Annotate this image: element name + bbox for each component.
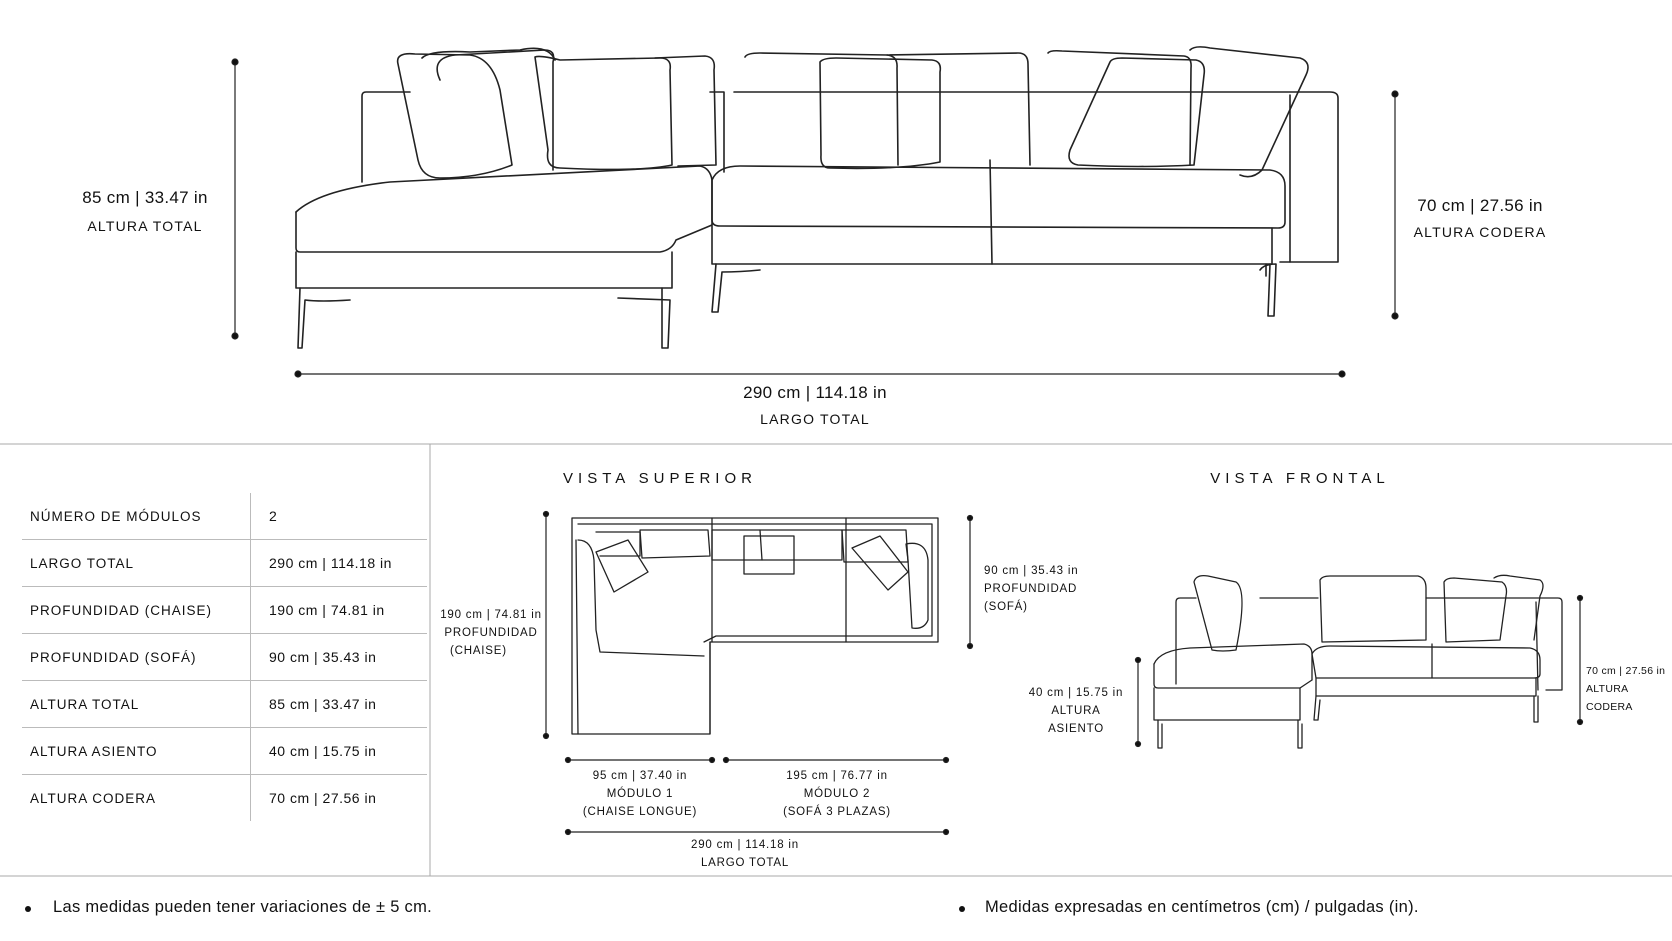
spec-label: ALTURA TOTAL <box>22 680 251 728</box>
spec-value: 2 <box>250 493 427 540</box>
seat-height-caption: ALTURA <box>1051 705 1101 717</box>
spec-value: 290 cm | 114.18 in <box>250 539 427 587</box>
note-variation: Las medidas pueden tener variaciones de … <box>53 898 433 916</box>
total-height-label: ALTURA TOTAL <box>87 218 203 234</box>
bullet-right <box>959 906 965 912</box>
module1-name: MÓDULO 1 <box>606 788 674 800</box>
spec-value: 190 cm | 74.81 in <box>250 586 427 634</box>
front-view-title: VISTA FRONTAL <box>1210 470 1390 487</box>
top-total-caption: LARGO TOTAL <box>700 857 790 869</box>
module2-label: 195 cm | 76.77 in MÓDULO 2 (SOFÁ 3 PLAZA… <box>752 767 922 821</box>
module2-value: 195 cm | 76.77 in <box>786 770 888 782</box>
seat-height-value: 40 cm | 15.75 in <box>1028 687 1124 699</box>
module1-value: 95 cm | 37.40 in <box>592 770 688 782</box>
sofa-depth-label: 90 cm | 35.43 in PROFUNDIDAD (SOFÁ) <box>984 562 1094 616</box>
module2-name: MÓDULO 2 <box>803 788 871 800</box>
spec-label: ALTURA ASIENTO <box>22 727 251 775</box>
note-units: Medidas expresadas en centímetros (cm) /… <box>985 898 1419 916</box>
table-row: PROFUNDIDAD (SOFÁ)90 cm | 35.43 in <box>22 633 427 681</box>
front-view-dimension-lines <box>1134 594 1584 748</box>
front-arm-height-value: 70 cm | 27.56 in <box>1586 665 1666 677</box>
chaise-depth-label: 190 cm | 74.81 in PROFUNDIDAD (CHAISE) <box>436 606 546 660</box>
top-total-value: 290 cm | 114.18 in <box>691 839 799 851</box>
spec-label: NÚMERO DE MÓDULOS <box>22 493 251 540</box>
module1-type: (CHAISE LONGUE) <box>582 806 698 818</box>
top-view-dimension-lines <box>542 510 974 836</box>
chaise-depth-caption: PROFUNDIDAD <box>444 627 538 639</box>
total-height-value: 85 cm | 33.47 in <box>82 188 208 207</box>
chaise-depth-value: 190 cm | 74.81 in <box>440 609 542 621</box>
module1-label: 95 cm | 37.40 in MÓDULO 1 (CHAISE LONGUE… <box>560 767 720 821</box>
seat-height-caption-2: ASIENTO <box>1048 723 1104 735</box>
arm-height-label: ALTURA CODERA <box>1413 224 1547 240</box>
front-arm-height-caption: ALTURA <box>1586 683 1629 695</box>
front-view-illustration <box>1153 574 1563 749</box>
top-view-illustration <box>571 517 939 735</box>
arm-height-value: 70 cm | 27.56 in <box>1417 196 1543 215</box>
front-arm-height-label: 70 cm | 27.56 in ALTURA CODERA <box>1586 662 1672 716</box>
spec-label: PROFUNDIDAD (CHAISE) <box>22 586 251 634</box>
spec-label: PROFUNDIDAD (SOFÁ) <box>22 633 251 681</box>
spec-value: 40 cm | 15.75 in <box>250 727 427 775</box>
seat-height-label: 40 cm | 15.75 in ALTURA ASIENTO <box>1020 684 1132 738</box>
sofa-depth-value: 90 cm | 35.43 in <box>984 565 1079 577</box>
spec-label: ALTURA CODERA <box>22 774 251 821</box>
main-dimension-lines <box>231 58 1399 378</box>
module2-type: (SOFÁ 3 PLAZAS) <box>783 806 891 818</box>
spec-value: 70 cm | 27.56 in <box>269 790 377 806</box>
spec-value: 85 cm | 33.47 in <box>250 680 427 728</box>
main-sofa-illustration <box>295 46 1339 349</box>
sofa-depth-caption-2: (SOFÁ) <box>984 601 1028 613</box>
section-dividers <box>0 443 1672 877</box>
total-length-value: 290 cm | 114.18 in <box>743 383 887 402</box>
table-row: PROFUNDIDAD (CHAISE)190 cm | 74.81 in <box>22 586 427 634</box>
spec-value: 90 cm | 35.43 in <box>250 633 427 681</box>
total-length-label: LARGO TOTAL <box>760 411 870 427</box>
table-row: ALTURA CODERA 70 cm | 27.56 in <box>22 774 427 821</box>
bullet-left <box>25 906 31 912</box>
spec-label: LARGO TOTAL <box>22 539 251 587</box>
chaise-depth-caption-2: (CHAISE) <box>450 645 507 657</box>
top-total-label: 290 cm | 114.18 in LARGO TOTAL <box>660 836 830 872</box>
top-view-title: VISTA SUPERIOR <box>563 470 757 487</box>
front-arm-height-caption-2: CODERA <box>1586 701 1633 713</box>
sofa-depth-caption: PROFUNDIDAD <box>984 583 1078 595</box>
